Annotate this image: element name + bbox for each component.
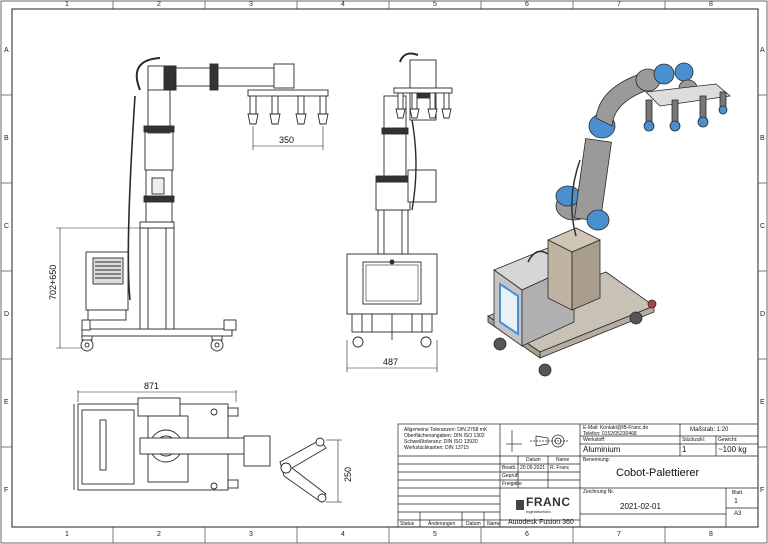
dim-side-height: 702+650 xyxy=(48,264,58,300)
header-date: Datum xyxy=(526,457,541,463)
bearb-name: R. Franc xyxy=(550,465,570,471)
material-label: Werkstoff: xyxy=(583,437,606,443)
name-label: Benennung: xyxy=(583,457,610,463)
tolerance-line: Werkstückkanten: DIN 13715 xyxy=(404,445,469,451)
sheet-format: A3 xyxy=(734,511,742,517)
logo-bar xyxy=(516,500,524,510)
weight-value: ~100 kg xyxy=(718,445,747,454)
sheet-no: 1 xyxy=(734,498,738,505)
rev-date: Datum xyxy=(466,521,481,527)
row-label-bearb: Bearb. xyxy=(502,465,517,471)
dim-front-width: 487 xyxy=(383,357,399,367)
software: Autodesk Fusion 360 xyxy=(508,519,574,526)
top-view-dimensions xyxy=(77,390,342,503)
tolerance-line: Schweißtoleranz: DIN ISO 13920 xyxy=(404,439,478,445)
row-label-geprueft: Geprüft xyxy=(502,473,519,479)
part-name: Cobot-Palettierer xyxy=(616,467,700,479)
front-view xyxy=(346,52,453,348)
row-label-freigabe: Freigabe xyxy=(502,481,522,487)
side-view-dimensions xyxy=(56,126,324,349)
top-view xyxy=(73,397,327,503)
dim-top-length: 871 xyxy=(144,381,160,391)
grid-row-label-right: B xyxy=(760,135,765,142)
inner-frame xyxy=(11,8,759,528)
dim-side-reach: 350 xyxy=(279,135,295,145)
grid-col-label: 5 xyxy=(433,1,437,8)
drawing-no-label: Zeichnung Nr. xyxy=(583,489,615,495)
tolerance-line: Allgemeine Toleranzen: DIN 2768 mK xyxy=(404,427,488,433)
grid-row-label-right: C xyxy=(760,223,766,230)
grid-col-label: 4 xyxy=(341,1,345,8)
scale-label: Maßstab: 1:20 xyxy=(690,427,729,433)
iso-view xyxy=(487,62,731,377)
quantity-value: 1 xyxy=(682,445,687,454)
grid-col-label-bottom: 8 xyxy=(709,531,713,538)
grid-row-label-right: F xyxy=(760,487,765,494)
title-block xyxy=(397,423,759,528)
rev-status: Status xyxy=(400,521,415,527)
grid-col-label: 7 xyxy=(617,1,621,8)
header-name: Name xyxy=(556,457,570,463)
dim-top-width: 250 xyxy=(343,466,353,482)
grid-row-label-right: E xyxy=(760,399,765,406)
drawing-no: 2021-02-01 xyxy=(620,502,661,511)
grid-row-label: B xyxy=(4,135,9,142)
grid-col-label: 3 xyxy=(249,1,253,8)
grid-col-label: 2 xyxy=(157,1,161,8)
side-view xyxy=(80,57,329,352)
rev-name: Name xyxy=(487,521,501,527)
grid-col-label: 8 xyxy=(709,1,713,8)
grid-row-label: C xyxy=(4,223,10,230)
grid-row-label-right: A xyxy=(760,47,765,54)
grid-row-label: F xyxy=(4,487,9,494)
logo-main: FRANC xyxy=(526,495,571,509)
grid-col-label-bottom: 2 xyxy=(157,531,161,538)
contact-email: E-Mail: Kontakt@IB-Franc.de xyxy=(583,425,649,431)
grid-row-label-right: D xyxy=(760,311,766,318)
grid-col-label-bottom: 3 xyxy=(249,531,253,538)
logo-sub: Ingenieurbüro xyxy=(526,509,551,514)
rev-changes: Änderungen xyxy=(428,521,456,527)
grid-row-label: A xyxy=(4,47,9,54)
grid-col-label: 6 xyxy=(525,1,529,8)
grid-col-label-bottom: 6 xyxy=(525,531,529,538)
bearb-date: 20.09.2021 xyxy=(520,465,546,471)
contact-phone: Telefon: 0152/05230468 xyxy=(583,431,637,437)
grid-row-label: D xyxy=(4,311,10,318)
weight-label: Gewicht: xyxy=(718,437,738,443)
grid-col-label-bottom: 7 xyxy=(617,531,621,538)
grid-col-label-bottom: 4 xyxy=(341,531,345,538)
grid-col-label-bottom: 5 xyxy=(433,531,437,538)
grid-col-label: 1 xyxy=(65,1,69,8)
quantity-label: Stückzahl: xyxy=(682,437,706,443)
tolerance-line: Oberflächenangaben: DIN ISO 1302 xyxy=(404,433,485,439)
material-value: Aluminium xyxy=(583,445,621,454)
grid-col-label-bottom: 1 xyxy=(65,531,69,538)
sheet-label: Blatt xyxy=(732,490,743,496)
grid-row-label: E xyxy=(4,399,9,406)
front-view-dimensions xyxy=(346,340,438,372)
